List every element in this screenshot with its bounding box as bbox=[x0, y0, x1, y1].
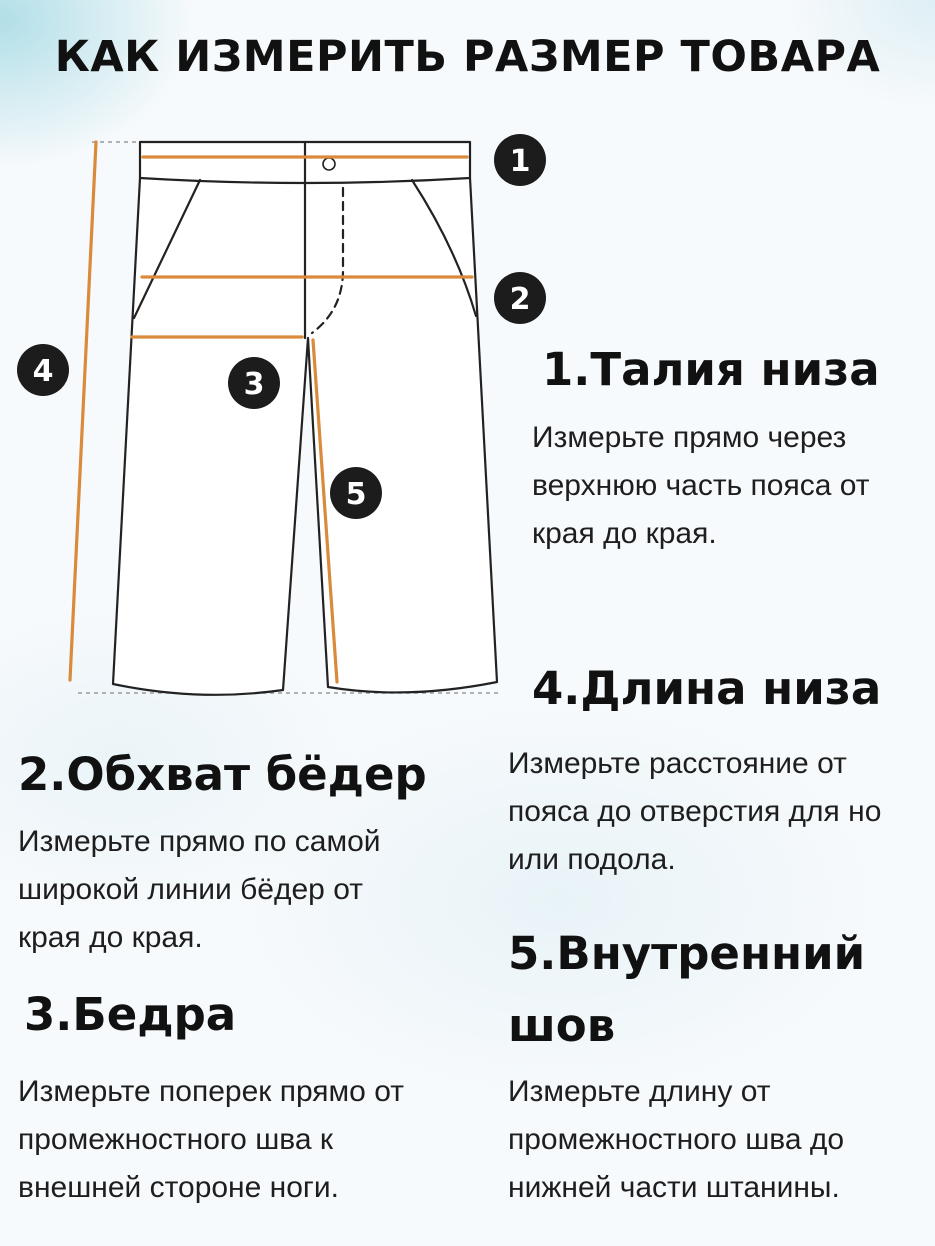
marker-4-icon: 4 bbox=[17, 344, 69, 396]
section-2-line: Измерьте прямо по самой bbox=[18, 825, 381, 858]
section-3-line: внешней стороне ноги. bbox=[18, 1171, 339, 1204]
svg-text:4: 4 bbox=[33, 354, 54, 389]
section-4-line: пояса до отверстия для но bbox=[508, 795, 882, 828]
svg-text:2: 2 bbox=[510, 282, 531, 317]
section-5-line: Измерьте длину от bbox=[508, 1075, 771, 1108]
svg-text:1: 1 bbox=[510, 144, 531, 179]
section-5-heading-line: 5.Внутренний bbox=[508, 927, 866, 980]
section-4-text: Измерьте расстояние от пояса до отверсти… bbox=[508, 740, 881, 884]
section-1-line: верхнюю часть пояса от bbox=[532, 469, 870, 502]
shorts-outline bbox=[111, 140, 499, 696]
shorts-diagram: 1 2 3 4 5 bbox=[17, 134, 546, 696]
section-2-line: края до края. bbox=[18, 921, 203, 954]
section-5-heading: 5.Внутренний шов bbox=[508, 918, 865, 1062]
length-measure-line bbox=[68, 140, 98, 682]
section-2-line: широкой линии бёдер от bbox=[18, 873, 363, 906]
section-1-text: Измерьте прямо через верхнюю часть пояса… bbox=[532, 414, 870, 558]
button bbox=[322, 157, 336, 171]
inseam-measure-line bbox=[311, 338, 339, 684]
marker-1-icon: 1 bbox=[494, 134, 546, 186]
section-3-line: промежностного шва к bbox=[18, 1123, 334, 1156]
section-4-line: Измерьте расстояние от bbox=[508, 747, 847, 780]
section-5-line: промежностного шва до bbox=[508, 1123, 845, 1156]
marker-5-icon: 5 bbox=[330, 467, 382, 519]
section-1-heading: 1.Талия низа bbox=[542, 343, 880, 396]
section-5-text: Измерьте длину от промежностного шва до … bbox=[508, 1068, 844, 1212]
section-3-heading: 3.Бедра bbox=[24, 988, 237, 1041]
section-3-line: Измерьте поперек прямо от bbox=[18, 1075, 404, 1108]
section-1-line: края до края. bbox=[532, 517, 717, 550]
section-3-text: Измерьте поперек прямо от промежностного… bbox=[18, 1068, 404, 1212]
section-2-heading: 2.Обхват бёдер bbox=[18, 748, 427, 801]
marker-2-icon: 2 bbox=[494, 272, 546, 324]
marker-3-icon: 3 bbox=[228, 357, 280, 409]
section-4-line: или подола. bbox=[508, 843, 676, 876]
page-title: КАК ИЗМЕРИТЬ РАЗМЕР ТОВАРА bbox=[54, 32, 881, 82]
section-5-line: нижней части штанины. bbox=[508, 1171, 840, 1204]
svg-text:3: 3 bbox=[244, 367, 265, 402]
svg-text:5: 5 bbox=[346, 477, 367, 512]
section-2-text: Измерьте прямо по самой широкой линии бё… bbox=[18, 818, 381, 962]
section-5-heading-line: шов bbox=[508, 999, 616, 1052]
section-1-line: Измерьте прямо через bbox=[532, 421, 847, 454]
section-4-heading: 4.Длина низа bbox=[532, 662, 882, 715]
